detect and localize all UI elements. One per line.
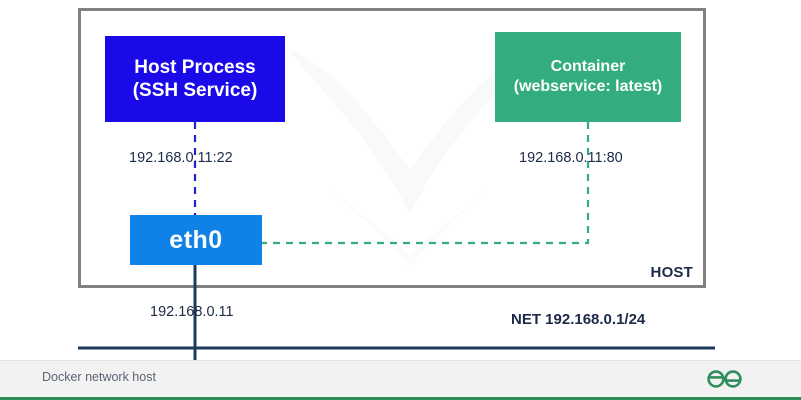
geeksforgeeks-logo — [707, 370, 742, 388]
label-network-subnet: NET 192.168.0.1/24 — [511, 311, 646, 328]
label-web-endpoint: 192.168.0.11:80 — [519, 150, 623, 166]
label-ssh-endpoint: 192.168.0.11:22 — [129, 150, 233, 166]
host-boundary: HOST — [78, 8, 706, 288]
container-line-1: Container — [550, 58, 626, 76]
footer-bar: Docker network host — [0, 360, 801, 400]
host-process-line-1: Host Process — [134, 56, 256, 78]
node-host-process[interactable]: Host Process (SSH Service) — [105, 36, 285, 122]
footer-caption: Docker network host — [42, 370, 156, 384]
container-line-2: (webservice: latest) — [513, 78, 663, 95]
host-process-line-2: (SSH Service) — [132, 80, 258, 101]
node-container[interactable]: Container (webservice: latest) — [495, 32, 681, 122]
node-eth0[interactable]: eth0 — [130, 215, 262, 265]
eth0-label: eth0 — [169, 225, 223, 254]
host-boundary-label: HOST — [650, 264, 693, 281]
label-host-ip: 192.168.0.11 — [150, 304, 234, 320]
